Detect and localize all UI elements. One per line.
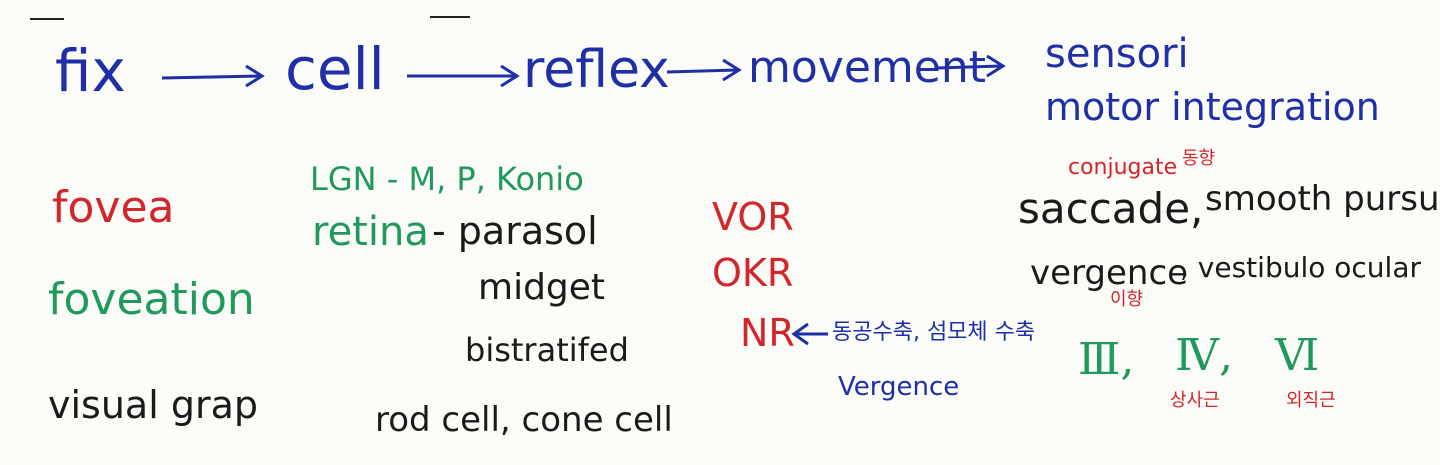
- arrow-nr-note: [791, 322, 828, 346]
- word-saccade: saccade,: [1018, 184, 1204, 233]
- nerve-6-kr: 외직근: [1286, 390, 1336, 411]
- word-vestibulo-ocular: , vestibulo ocular: [1180, 251, 1421, 284]
- word-bistratifed: bistratifed: [465, 331, 629, 369]
- word-sensori: sensori: [1045, 31, 1189, 77]
- word-reflex: reflex: [523, 40, 670, 100]
- nerve-6: Ⅵ: [1275, 330, 1320, 381]
- word-vergence-blue: Vergence: [838, 372, 960, 402]
- top-stroke-left: [30, 18, 64, 20]
- word-conjugate: conjugate: [1068, 155, 1178, 180]
- word-cell: cell: [285, 35, 385, 103]
- arrow-fix-cell: [161, 64, 265, 88]
- nerve-3: Ⅲ,: [1078, 334, 1135, 385]
- word-fix: fix: [55, 37, 126, 105]
- nr-note: 동공수축, 섬모체 수축: [832, 320, 1036, 345]
- word-smooth-pursuit: smooth pursuit: [1205, 179, 1440, 219]
- word-fovea: fovea: [52, 182, 175, 233]
- arrow-movement-sensori: [936, 54, 1006, 78]
- word-retina: retina: [312, 209, 429, 255]
- word-okr: OKR: [712, 251, 794, 295]
- word-motor-integration: motor integration: [1045, 85, 1380, 129]
- word-foveation: foveation: [48, 274, 255, 325]
- word-conjugate-kr: 동향: [1182, 148, 1216, 169]
- word-midget: midget: [478, 267, 606, 308]
- word-nr: NR: [740, 311, 795, 355]
- arrow-reflex-movement: [666, 58, 742, 82]
- word-parasol: - parasol: [432, 209, 598, 253]
- word-rod-cone: rod cell, cone cell: [375, 400, 673, 440]
- word-vor: VOR: [712, 195, 794, 239]
- top-stroke-mid: [430, 16, 470, 18]
- word-lgn: LGN - M, P, Konio: [310, 160, 584, 198]
- nerve-4: Ⅳ,: [1175, 330, 1233, 381]
- word-visual-grap: visual grap: [48, 383, 259, 427]
- word-vergence-black: vergence: [1030, 253, 1189, 293]
- word-vergence-kr: 이향: [1110, 289, 1144, 310]
- nerve-4-kr: 상사근: [1170, 390, 1220, 411]
- arrow-cell-reflex: [407, 64, 520, 88]
